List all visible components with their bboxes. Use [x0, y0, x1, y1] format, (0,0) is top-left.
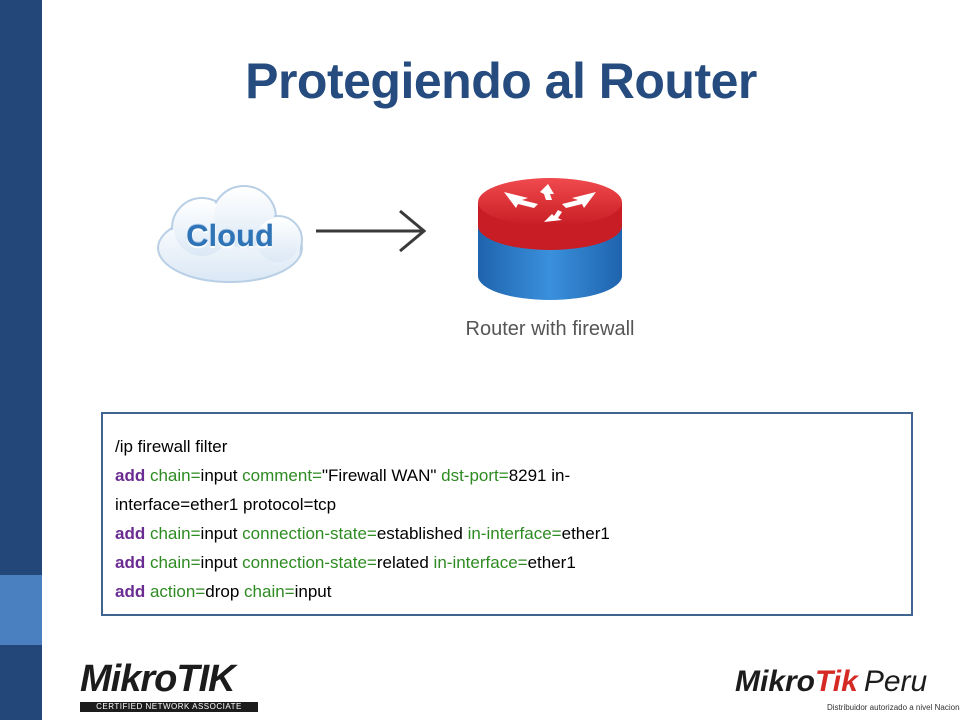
param: chain= — [149, 553, 201, 572]
code-line-2: add chain=input comment="Firewall WAN" d… — [115, 461, 899, 490]
param: chain= — [149, 466, 201, 485]
code-line-5: add chain=input connection-state=related… — [115, 548, 899, 577]
code-line-6: add action=drop chain=input — [115, 577, 899, 606]
value: established — [376, 524, 463, 543]
keyword: add — [115, 582, 146, 601]
value: input — [200, 466, 238, 485]
logo-tagline: CERTIFIED NETWORK ASSOCIATE — [80, 702, 258, 712]
param: connection-state= — [242, 524, 377, 543]
value: input — [200, 524, 238, 543]
param: chain= — [244, 582, 295, 601]
value: drop — [205, 582, 240, 601]
value: ether1 — [561, 524, 610, 543]
param: in-interface= — [433, 553, 528, 572]
value: 8291 — [508, 466, 547, 485]
param: dst-port= — [441, 466, 509, 485]
code-line-1: /ip firewall filter — [115, 437, 228, 456]
value: related — [376, 553, 429, 572]
value: input — [200, 553, 238, 572]
mikrotik-certified-logo: MikroTIK CERTIFIED NETWORK ASSOCIATE — [76, 654, 266, 712]
param: chain= — [149, 524, 201, 543]
slide-title: Protegiendo al Router — [245, 53, 757, 109]
value: ether1 — [527, 553, 576, 572]
param: in-interface= — [467, 524, 562, 543]
router-label: Router with firewall — [465, 318, 635, 340]
code-line-3: interface=ether1 protocol=tcp — [115, 495, 337, 514]
param: connection-state= — [242, 553, 377, 572]
keyword: add — [115, 553, 146, 572]
code-line-4: add chain=input connection-state=establi… — [115, 519, 899, 548]
arrow-right-icon — [312, 205, 432, 260]
cloud-label: Cloud — [186, 218, 274, 253]
value: in- — [551, 466, 571, 485]
keyword: add — [115, 524, 146, 543]
code-block: /ip firewall filter add chain=input comm… — [101, 412, 913, 616]
param: comment= — [242, 466, 322, 485]
keyword: add — [115, 466, 146, 485]
logo-subtitle: Distribuidor autorizado a nivel Nacional — [827, 703, 960, 712]
router-icon — [470, 170, 630, 315]
cloud-icon: Cloud — [150, 182, 310, 290]
sidebar-accent — [0, 575, 42, 645]
param: action= — [149, 582, 206, 601]
value: input — [294, 582, 332, 601]
value: "Firewall WAN" — [322, 466, 437, 485]
